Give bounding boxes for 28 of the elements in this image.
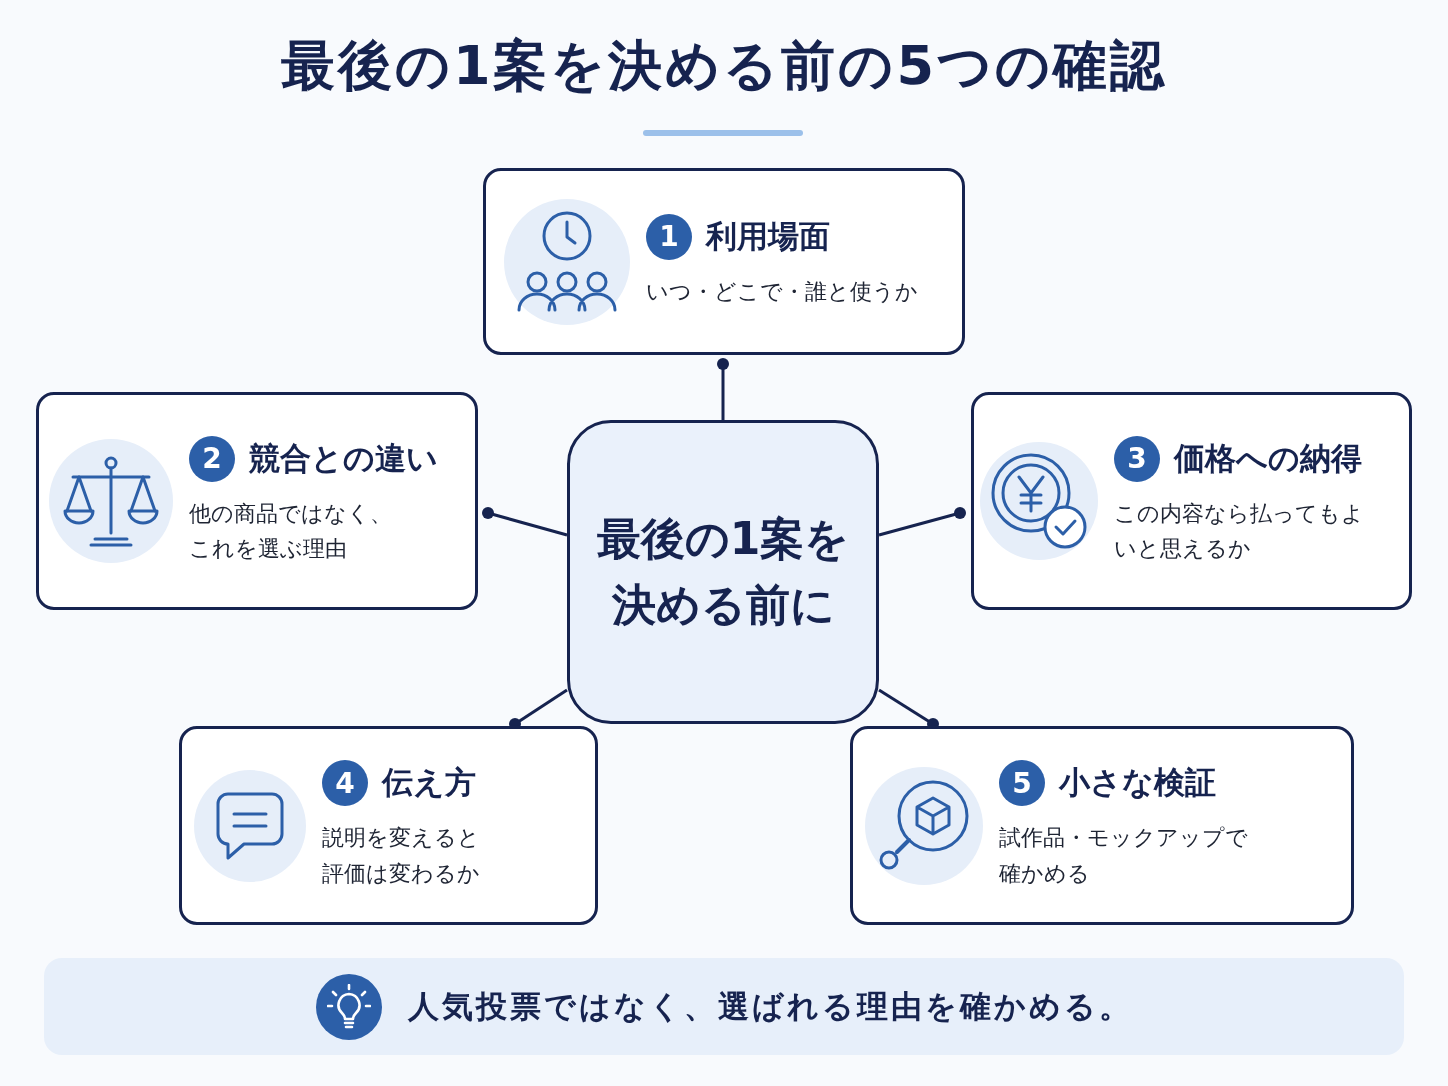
- card-description: 試作品・モックアップで確かめる: [999, 824, 1249, 888]
- card-description: 他の商品ではなく、これを選ぶ理由: [189, 499, 393, 563]
- card-heading: 利用場面: [706, 216, 830, 256]
- central-heading: 最後の1案を決める前に: [595, 512, 851, 632]
- card-heading: 価格への納得: [1174, 438, 1362, 478]
- central-box: [567, 420, 879, 724]
- card-description: いつ・どこで・誰と使うか: [646, 277, 919, 306]
- connector-line: [482, 507, 568, 537]
- card-heading: 小さな検証: [1059, 763, 1216, 803]
- topic-card: [971, 392, 1412, 610]
- number-badge: 3: [1114, 435, 1160, 482]
- number-badge: 1: [646, 213, 692, 260]
- summary-banner: [44, 958, 1404, 1055]
- card-description: 説明を変えると評価は変わるか: [322, 824, 481, 888]
- topic-card: [850, 726, 1354, 925]
- topic-card: [36, 392, 478, 610]
- number-badge: 2: [189, 435, 235, 482]
- card-heading: 競合との違い: [249, 438, 438, 478]
- number-badge: 4: [322, 760, 368, 807]
- card-heading: 伝え方: [382, 763, 476, 803]
- card-description: この内容なら払ってもよいと思えるか: [1114, 499, 1365, 563]
- topic-card: [483, 168, 965, 355]
- topic-card: [179, 726, 598, 925]
- number-badge: 5: [999, 760, 1045, 807]
- title: 最後の1案を決める前の5つの確認: [279, 34, 1169, 99]
- summary-text: 人気投票ではなく、選ばれる理由を確かめる。: [407, 986, 1133, 1026]
- connector-line: [878, 507, 966, 537]
- connector-line: [717, 358, 729, 420]
